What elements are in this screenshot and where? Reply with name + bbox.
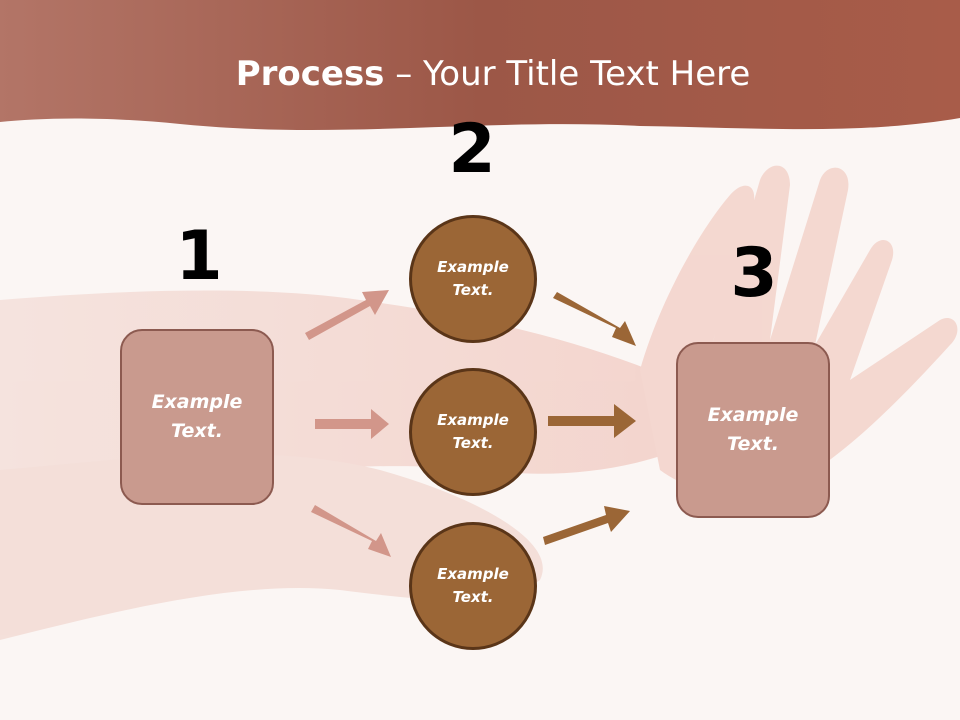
title-bold: Process bbox=[235, 54, 385, 94]
right-box: Example Text. bbox=[676, 342, 830, 518]
arrow-right-bottom bbox=[543, 506, 630, 545]
arrow-left-middle bbox=[315, 409, 389, 439]
circle-top: Example Text. bbox=[409, 215, 537, 343]
left-box: Example Text. bbox=[120, 329, 274, 505]
left-box-text: Example Text. bbox=[151, 391, 243, 442]
right-box-text: Example Text. bbox=[707, 404, 799, 455]
arrow-right-middle bbox=[548, 404, 636, 438]
circle-top-text: Example Text. bbox=[437, 258, 509, 299]
arrow-right-top bbox=[553, 292, 636, 346]
circle-bottom-text: Example Text. bbox=[437, 565, 509, 606]
slide-title: Process – Your Title Text Here bbox=[0, 52, 960, 96]
circle-middle: Example Text. bbox=[409, 368, 537, 496]
title-rest: – Your Title Text Here bbox=[384, 54, 751, 94]
arrow-left-top bbox=[305, 290, 389, 340]
header-band bbox=[0, 0, 960, 130]
circle-bottom: Example Text. bbox=[409, 522, 537, 650]
step-number-3: 3 bbox=[730, 234, 778, 313]
step-number-1: 1 bbox=[175, 217, 223, 296]
arrow-left-bottom bbox=[311, 505, 391, 557]
circle-middle-text: Example Text. bbox=[437, 411, 509, 452]
step-number-2: 2 bbox=[448, 110, 496, 189]
